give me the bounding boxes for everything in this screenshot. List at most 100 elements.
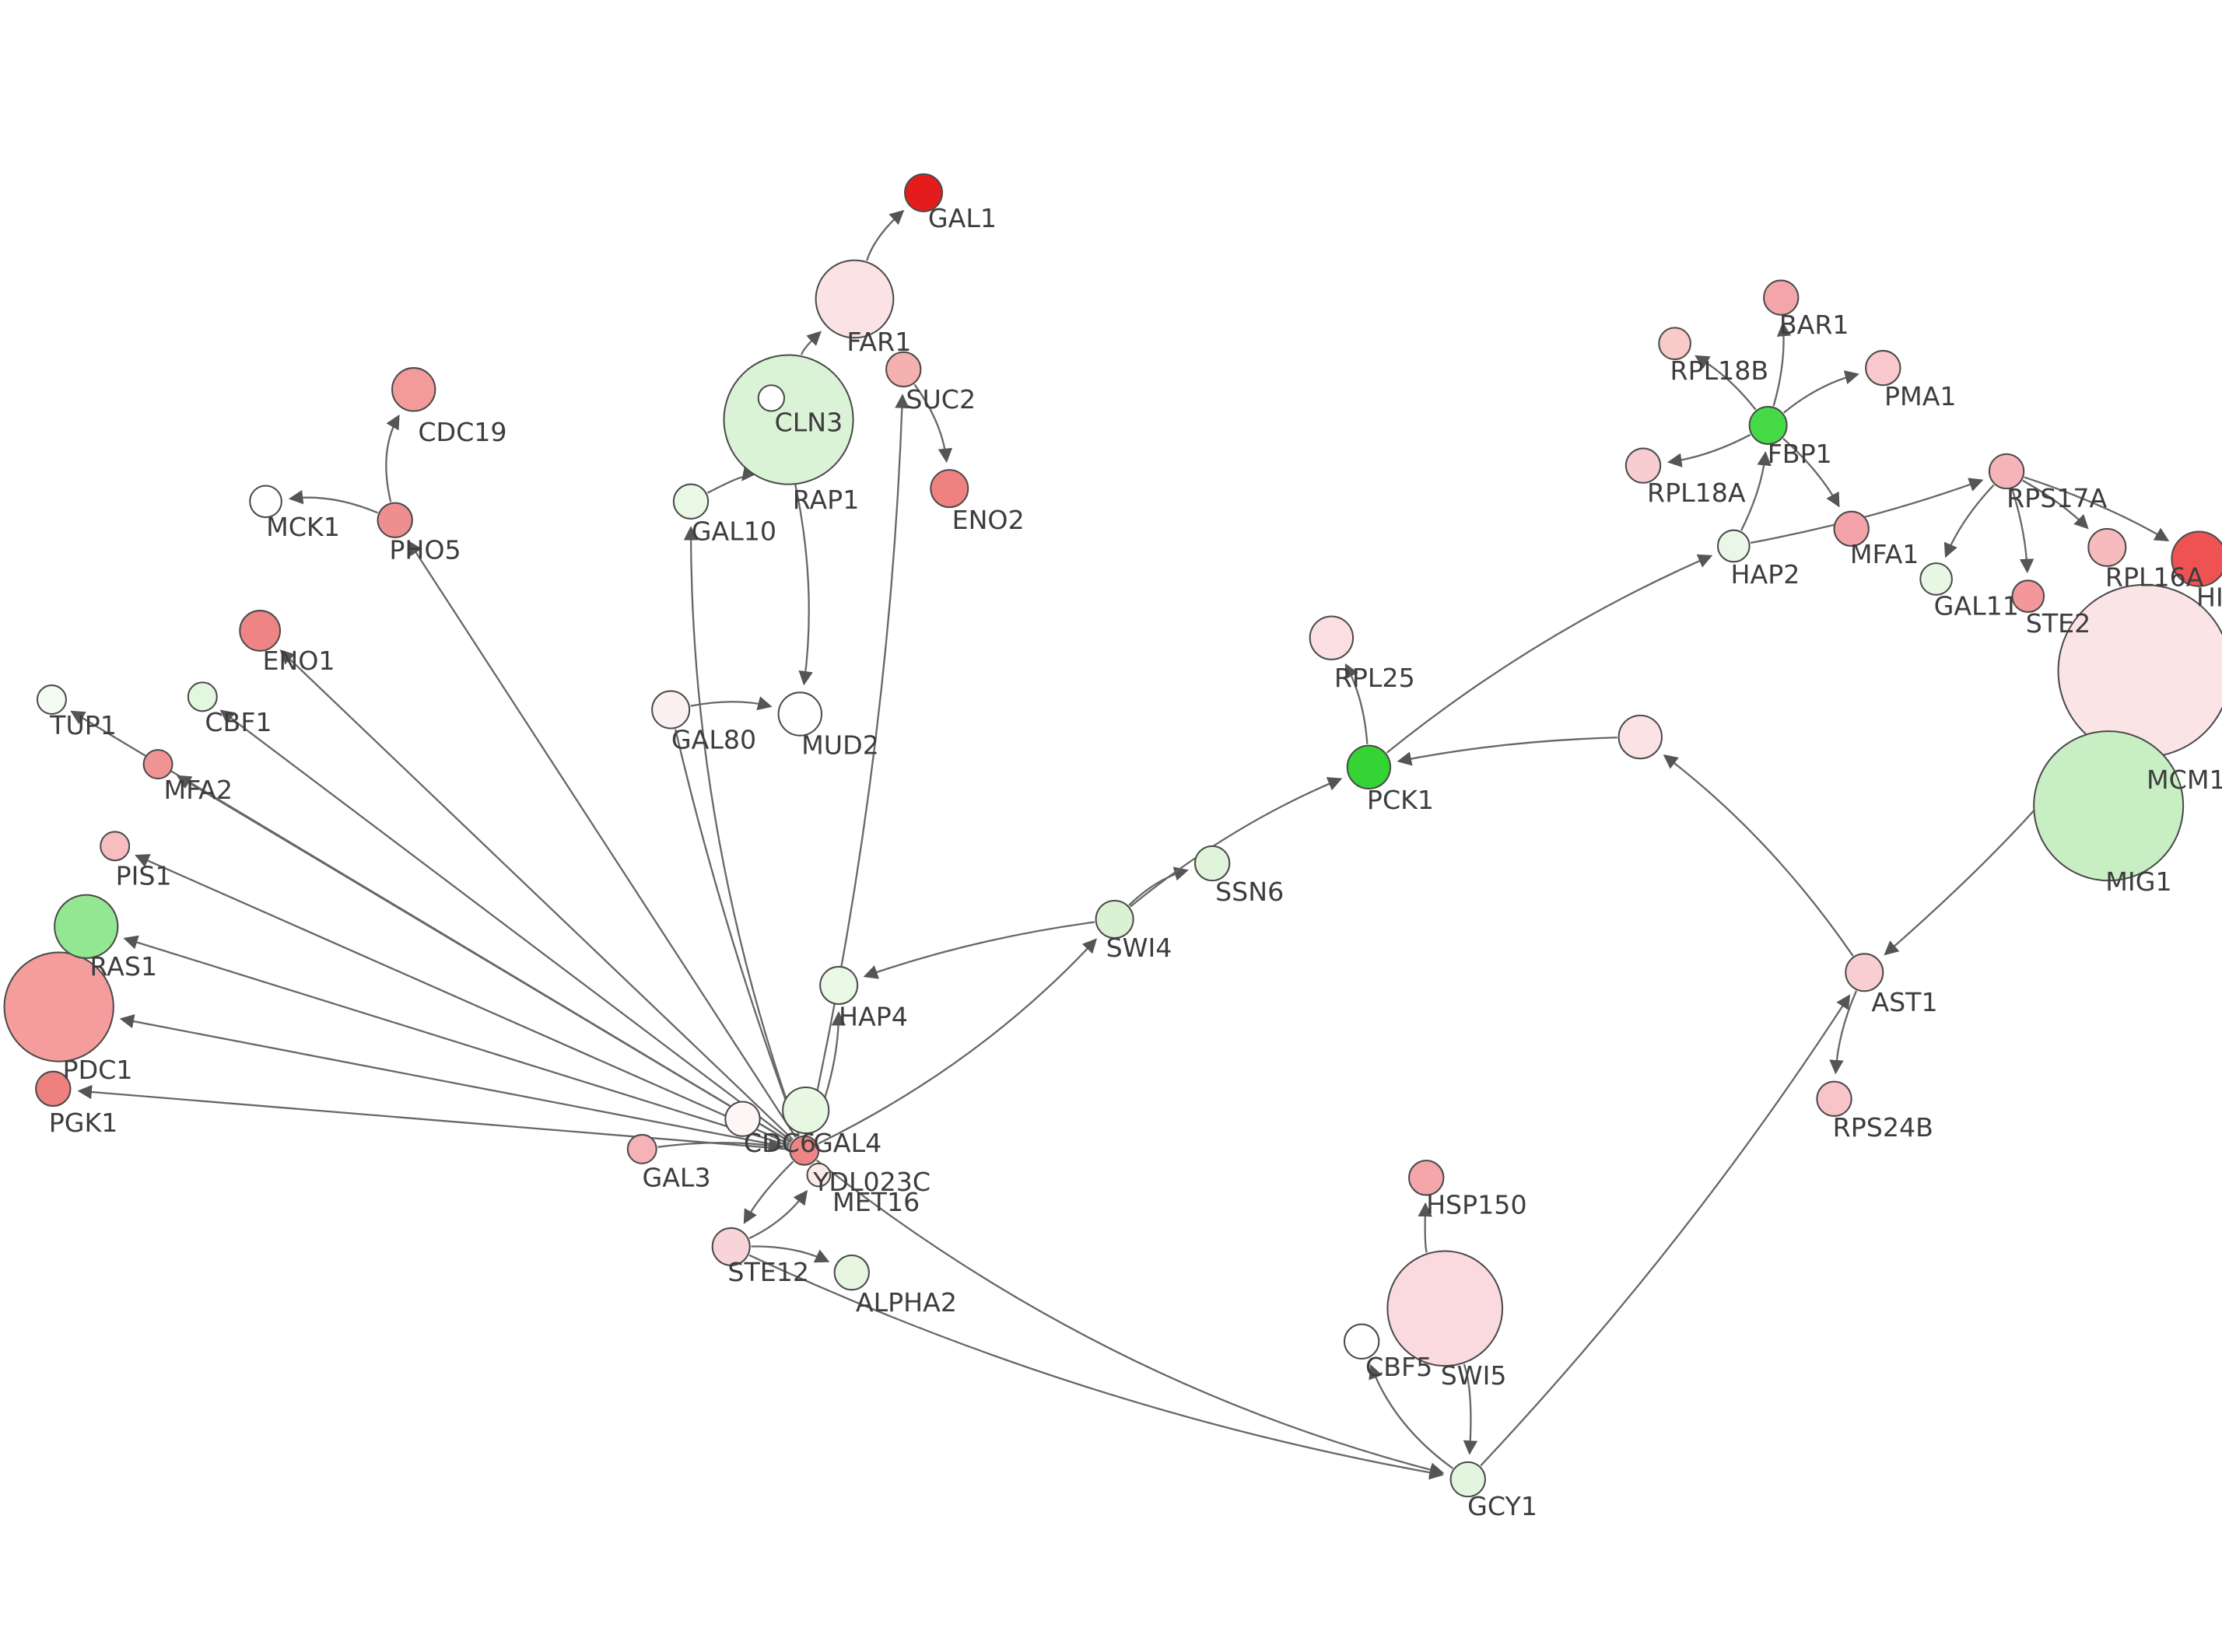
node-cdc19[interactable] — [391, 367, 436, 412]
edge-FAR1-GAL1[interactable] — [866, 209, 905, 261]
node-gal1[interactable] — [904, 173, 944, 212]
node-ssn6[interactable] — [1193, 845, 1231, 882]
edge-RPS17A-STE2[interactable] — [2011, 488, 2034, 574]
edge-GAL4-SUC2[interactable] — [807, 394, 909, 1136]
edge-FBP1-RPL18A[interactable] — [1667, 433, 1751, 467]
node-mig1[interactable] — [2033, 730, 2185, 882]
edge-PCK1-RPL25[interactable] — [1344, 663, 1369, 744]
edge-HAP2-RPS17A[interactable] — [1750, 478, 1984, 544]
node-suc2[interactable] — [885, 351, 922, 388]
node-mfa1[interactable] — [1833, 510, 1870, 548]
edge-GAL10-CLN3[interactable] — [706, 465, 756, 494]
edge-RPS17A-RPL16A[interactable] — [2022, 479, 2089, 530]
node-rpl18b[interactable] — [1658, 327, 1691, 361]
node-gal3[interactable] — [626, 1133, 657, 1164]
node-hap2[interactable] — [1716, 529, 1751, 563]
edge-FBP1-PMA1[interactable] — [1783, 370, 1859, 414]
node-rap1[interactable] — [757, 384, 786, 412]
edge-GAL80-GAL4[interactable] — [674, 729, 799, 1131]
node-met16[interactable] — [806, 1162, 832, 1188]
edge-GAL4-RAS1[interactable] — [123, 935, 790, 1147]
node-far1[interactable] — [815, 259, 895, 339]
edge-GAL4-PIS1[interactable] — [135, 854, 790, 1146]
edge-SWI4-SSN6[interactable] — [1128, 866, 1189, 906]
edge-GAL4-STE12[interactable] — [743, 1160, 794, 1224]
node-eno2[interactable] — [930, 469, 969, 509]
edge-SWI4-PCK1[interactable] — [1130, 777, 1343, 908]
node-fbp1[interactable] — [1748, 405, 1788, 445]
node-tup1[interactable] — [36, 684, 67, 716]
edge-GAL4-SWI4[interactable] — [818, 938, 1098, 1145]
edge-STE12-GCY1[interactable] — [748, 1254, 1444, 1480]
edge-FBP1-RPL18B[interactable] — [1695, 355, 1757, 411]
node-bar1[interactable] — [1763, 279, 1800, 316]
edge-SUC2-ENO2[interactable] — [913, 383, 953, 464]
edge-PHO5-MCK1[interactable] — [288, 490, 378, 514]
node-alpha2[interactable] — [833, 1254, 870, 1291]
edge-RPS17A-GAL11[interactable] — [1943, 484, 1995, 558]
node-pma1[interactable] — [1865, 349, 1901, 387]
edge-SWI5-HSP150[interactable] — [1418, 1202, 1432, 1253]
edge-GAL4-CBF1[interactable] — [219, 709, 793, 1142]
node-rpl16a[interactable] — [2087, 527, 2127, 567]
node-ydl023c[interactable] — [724, 1101, 761, 1137]
node-swi4[interactable] — [1095, 899, 1134, 940]
node-pdc1[interactable] — [3, 951, 114, 1062]
node-ste12[interactable] — [711, 1227, 751, 1266]
edge-GAL4-PHO5[interactable] — [408, 541, 797, 1138]
node-pgk1[interactable] — [35, 1070, 72, 1108]
edge-GAL4-MFA2[interactable] — [176, 775, 792, 1143]
node-mck1[interactable] — [249, 485, 282, 519]
node-cbf5[interactable] — [1343, 1323, 1380, 1360]
node-pis1[interactable] — [100, 831, 131, 862]
edge-SWI5-GCY1[interactable] — [1463, 1363, 1478, 1455]
edge-HAP2-FBP1[interactable] — [1740, 450, 1772, 531]
edge-GAL80-MUD2[interactable] — [690, 696, 773, 711]
node-swi5[interactable] — [1386, 1250, 1504, 1367]
node-his4[interactable] — [2171, 530, 2222, 587]
node-mfa2[interactable] — [142, 749, 173, 780]
node-hap4[interactable] — [819, 965, 859, 1005]
edge-STE12-MET16[interactable] — [748, 1189, 808, 1240]
edge-RPS17A-HIS4[interactable] — [2024, 476, 2170, 541]
node-gal10[interactable] — [672, 483, 710, 520]
edge-AST1-N1[interactable] — [1663, 754, 1854, 957]
node-unlabeled[interactable] — [1617, 714, 1663, 760]
edge-FBP1-MFA1[interactable] — [1782, 438, 1840, 508]
node-rps17a[interactable] — [1988, 453, 2025, 490]
node-cln3[interactable] — [723, 354, 854, 485]
edge-PCK1-HAP2[interactable] — [1386, 554, 1713, 754]
node-mud2[interactable] — [777, 691, 823, 737]
edge-GAL4-PGK1[interactable] — [77, 1084, 789, 1150]
node-gal80[interactable] — [651, 690, 691, 730]
edge-FBP1-BAR1[interactable] — [1772, 321, 1792, 407]
node-rpl25[interactable] — [1309, 615, 1355, 660]
edge-GCY1-CBF5[interactable] — [1369, 1364, 1454, 1469]
node-cbf1[interactable] — [187, 681, 218, 712]
edge-N1-PCK1[interactable] — [1397, 737, 1617, 766]
edge-PHO5-CDC19[interactable] — [385, 414, 400, 502]
edge-GCY1-AST1[interactable] — [1480, 994, 1851, 1467]
edge-GAL4-ENO1[interactable] — [279, 649, 794, 1141]
edge-GAL4-GCY1[interactable] — [816, 1159, 1445, 1477]
edge-STE12-ALPHA2[interactable] — [751, 1245, 830, 1263]
node-pck1[interactable] — [1346, 744, 1392, 790]
node-ste2[interactable] — [2011, 579, 2045, 613]
node-ast1[interactable] — [1845, 953, 1884, 992]
edge-SWI4-HAP4[interactable] — [863, 921, 1095, 979]
edge-AST1-RPS24B[interactable] — [1829, 990, 1858, 1075]
node-cdc6[interactable] — [782, 1086, 830, 1135]
node-gal11[interactable] — [1919, 562, 1953, 596]
node-eno1[interactable] — [239, 610, 282, 652]
edge-GAL4-GAL10[interactable] — [683, 526, 801, 1136]
node-pho5[interactable] — [377, 502, 413, 538]
node-gcy1[interactable] — [1449, 1461, 1486, 1498]
edge-GAL4-PDC1[interactable] — [119, 1014, 790, 1149]
node-rpl18a[interactable] — [1624, 447, 1662, 484]
node-gal4[interactable] — [789, 1135, 820, 1166]
edge-GAL3-GAL4[interactable] — [657, 1138, 783, 1153]
node-hsp150[interactable] — [1408, 1160, 1445, 1196]
node-ras1[interactable] — [54, 894, 119, 959]
edge-CLN3-FAR1[interactable] — [801, 331, 822, 355]
